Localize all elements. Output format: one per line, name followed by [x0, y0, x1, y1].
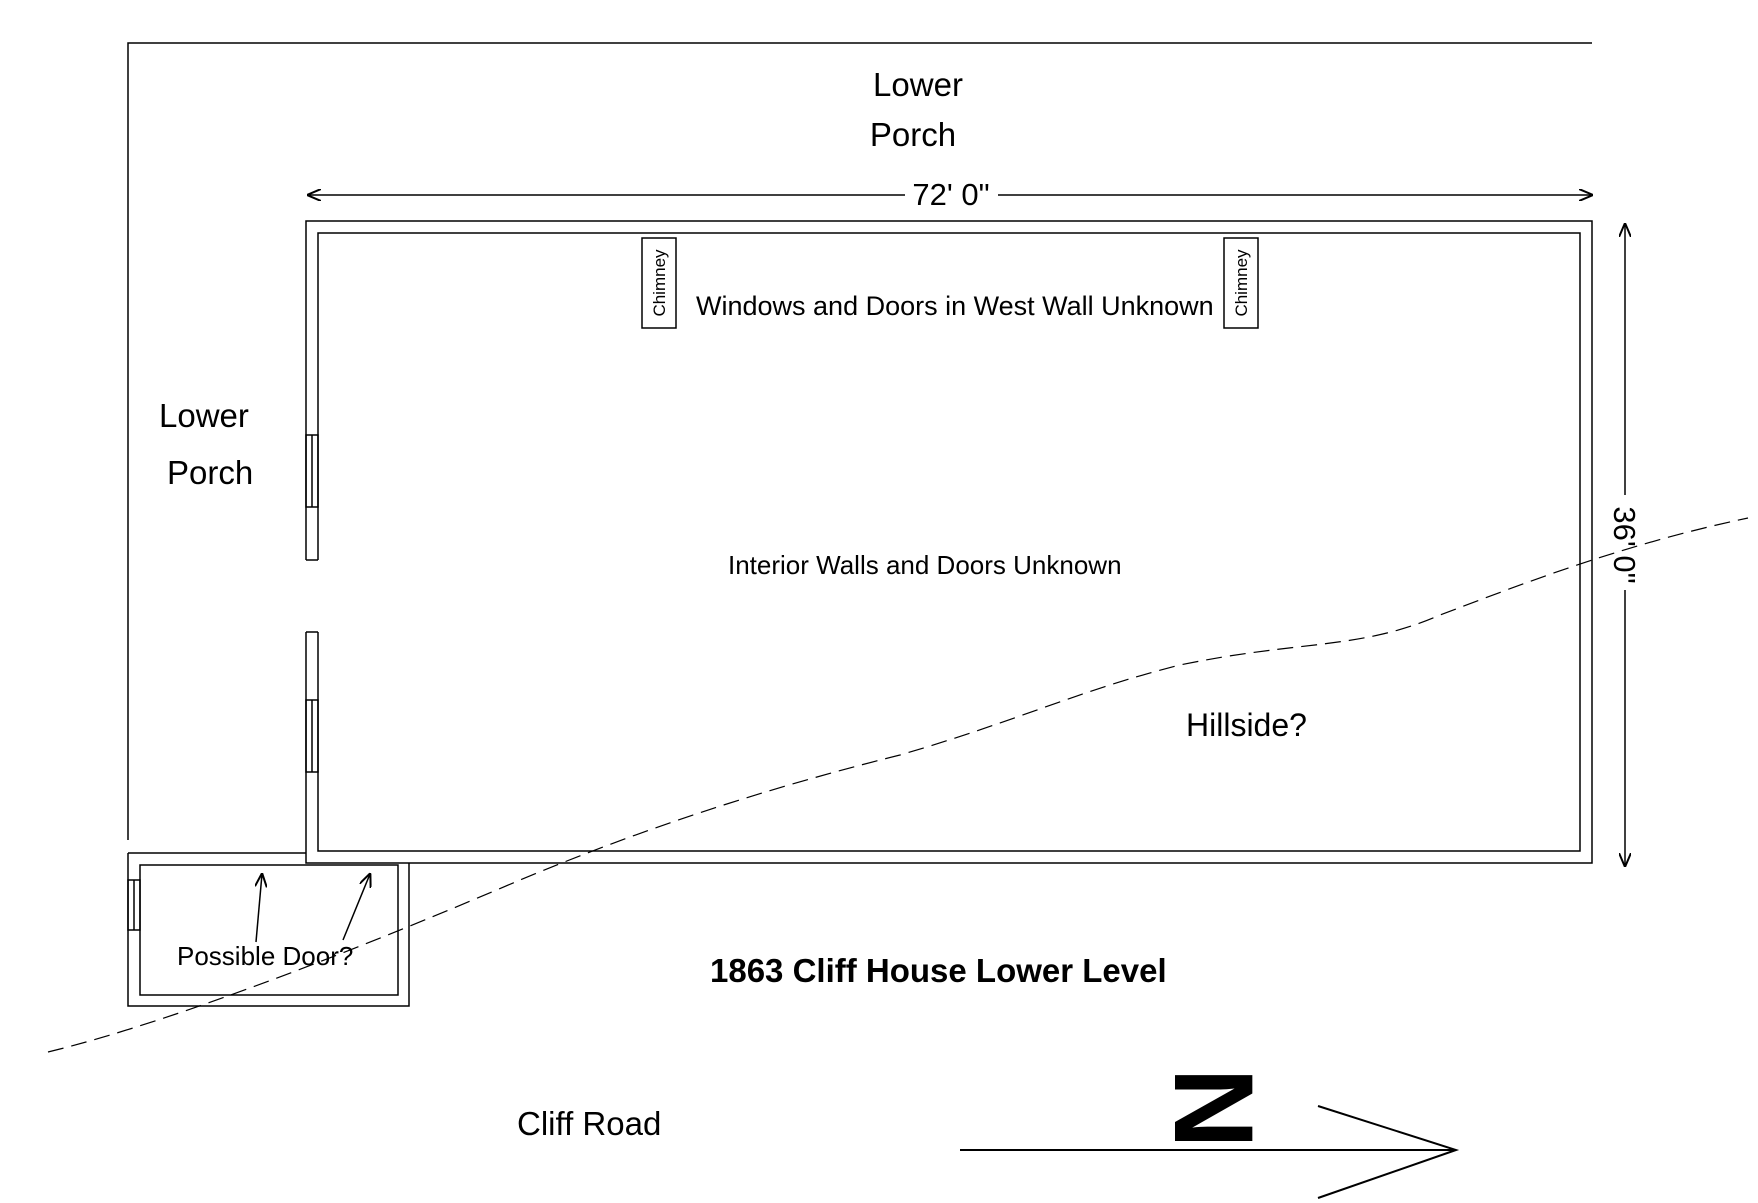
building-outer-wall [305, 220, 1593, 864]
left-porch-label-line1: Lower [159, 397, 249, 434]
chimney-left-label: Chimney [650, 249, 669, 317]
hillside-label: Hillside? [1186, 707, 1307, 743]
porch-outline [127, 42, 1592, 840]
possible-door-arrow-right [342, 874, 370, 941]
possible-door-arrow-left [256, 874, 262, 943]
depth-dimension-label: 36' 0" [1607, 506, 1642, 583]
left-wall-openings [305, 434, 319, 773]
top-porch-label-line2: Porch [870, 116, 956, 153]
width-dimension-label: 72' 0" [912, 177, 989, 212]
building-inner-wall [317, 232, 1581, 852]
chimney-right [1223, 237, 1259, 329]
top-porch-label-line1: Lower [873, 66, 963, 103]
annex-outer-wall [127, 853, 410, 1007]
left-porch-label-line2: Porch [167, 454, 253, 491]
hillside-line [47, 517, 1749, 1053]
annex-inner-wall [139, 864, 399, 996]
interior-note: Interior Walls and Doors Unknown [728, 550, 1122, 580]
diagram-title: 1863 Cliff House Lower Level [710, 952, 1167, 989]
north-arrow-head [1317, 1105, 1460, 1199]
road-label: Cliff Road [517, 1105, 661, 1142]
possible-door-label: Possible Door? [177, 941, 353, 971]
chimney-right-label: Chimney [1232, 249, 1251, 317]
west-wall-note: Windows and Doors in West Wall Unknown [696, 291, 1214, 321]
chimney-left [641, 237, 677, 329]
left-wall-gap [305, 560, 319, 632]
north-arrow-letter: N [1151, 1068, 1276, 1149]
